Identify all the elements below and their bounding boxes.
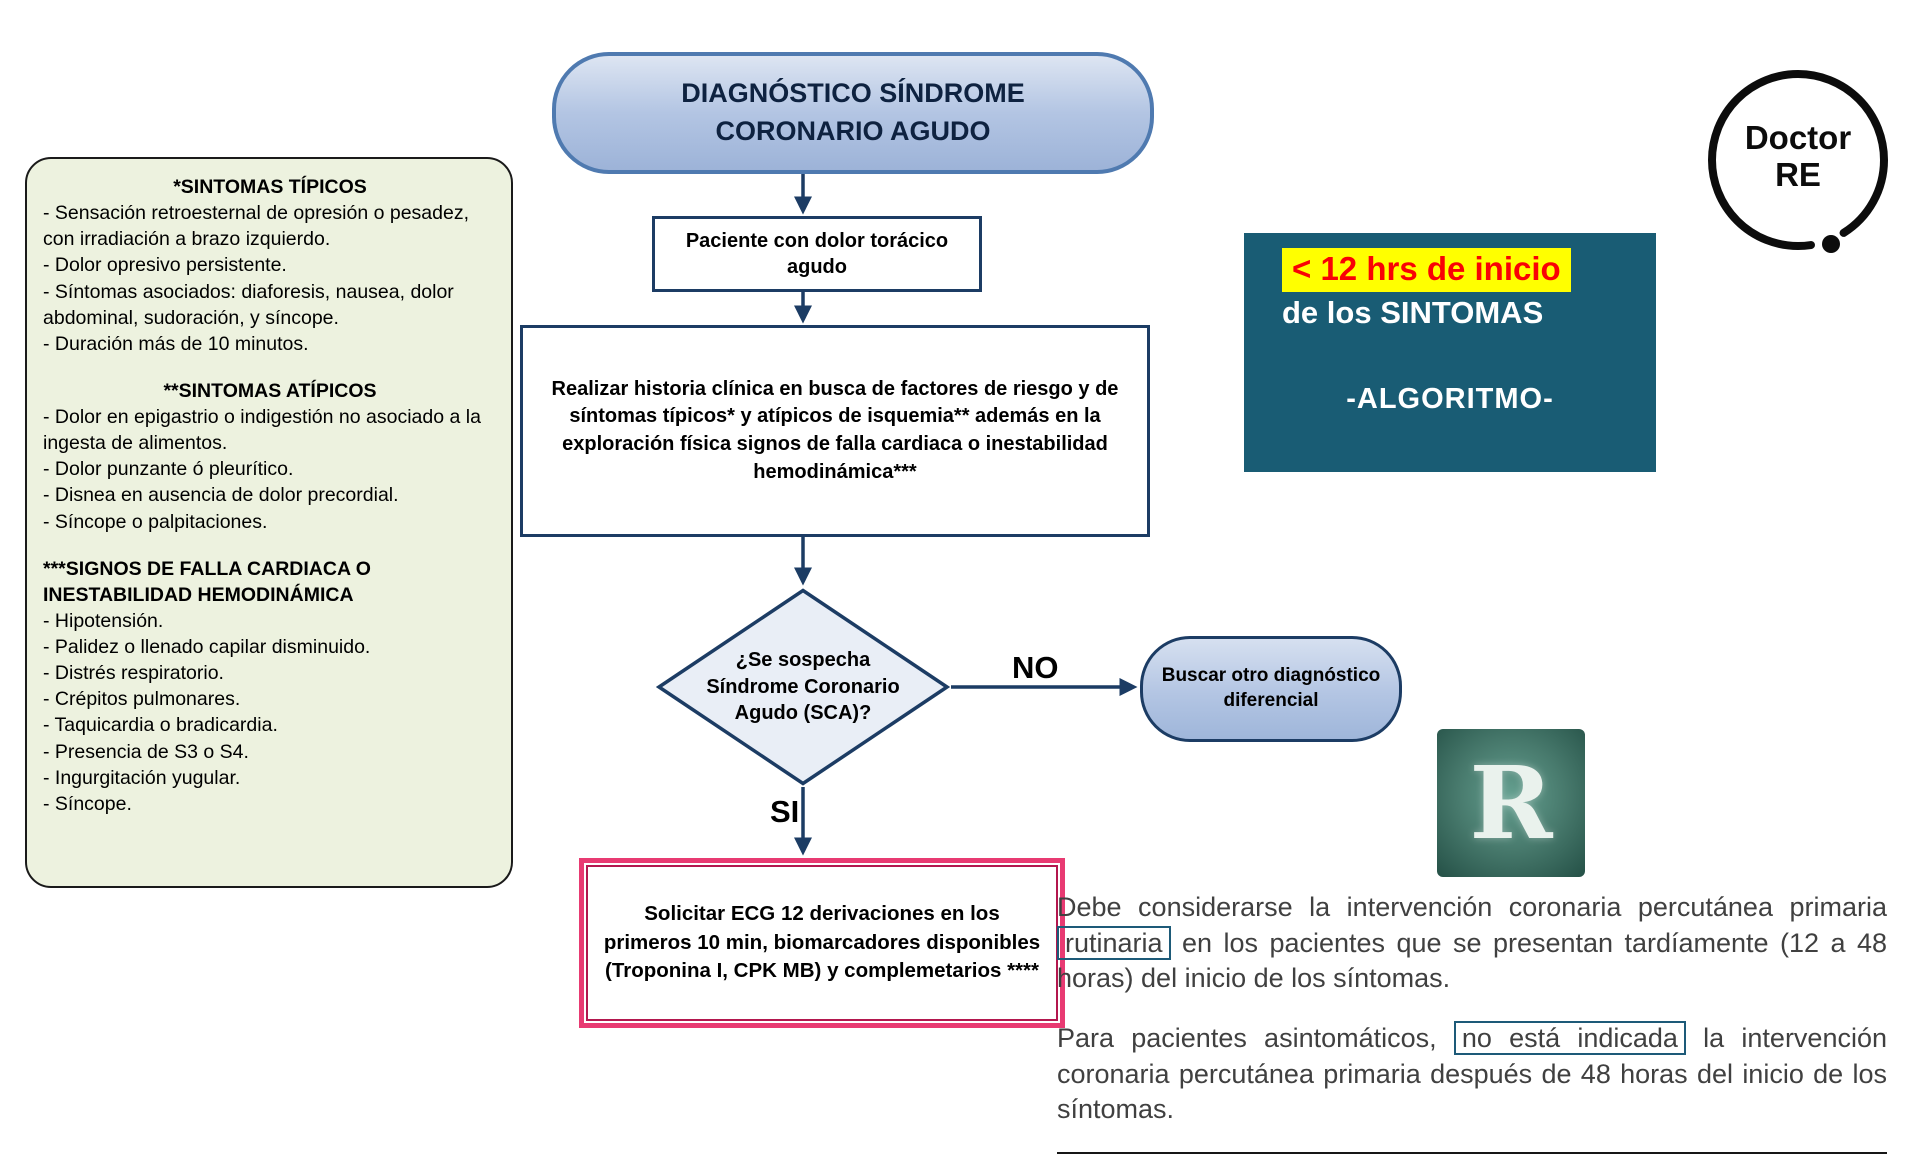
boxed-term-no-indicada: no está indicada [1453,1020,1686,1055]
footnote-asymptomatic: Para pacientes asintomáticos, no está in… [1057,1020,1887,1128]
note-item: - Dolor punzante ó pleurítico. [43,458,294,481]
note-item: - Distrés respiratorio. [43,662,224,685]
pci-footnotes: Debe considerarse la intervención corona… [1057,890,1887,1154]
r-logo: R [1437,729,1585,877]
history-node-text: Realizar historia clínica en busca de fa… [551,377,1119,483]
decision-diamond: ¿Se sospecha Síndrome Coronario Agudo (S… [655,588,951,786]
diamond-shape [655,588,951,786]
flow-title-text: DIAGNÓSTICO SÍNDROME CORONARIO AGUDO [681,78,1025,146]
heart-failure-signs-heading: ***SIGNOS DE FALLA CARDIACA O INESTABILI… [43,557,371,606]
typical-symptoms-heading: *SINTOMAS TÍPICOS [173,176,367,198]
heart-failure-signs-section: ***SIGNOS DE FALLA CARDIACA O INESTABILI… [43,556,497,817]
doctor-re-line2: RE [1775,156,1821,193]
atypical-symptoms-heading: **SINTOMAS ATÍPICOS [163,379,377,402]
note-item: - Disnea en ausencia de dolor precordial… [43,484,399,507]
note-item: - Síncope. [43,792,132,815]
algorithm-badge: < 12 hrs de inicio de los SINTOMAS -ALGO… [1244,233,1656,472]
badge-highlight-text: < 12 hrs de inicio [1282,248,1571,292]
note-item: - Síntomas asociados: diaforesis, nausea… [43,280,454,329]
doctor-re-text: Doctor RE [1700,64,1896,260]
doctor-re-logo: Doctor RE [1700,64,1896,260]
ecg-node: Solicitar ECG 12 derivaciones en los pri… [579,858,1065,1028]
decision-text: ¿Se sospecha Síndrome Coronario Agudo (S… [706,649,900,725]
patient-node-text: Paciente con dolor torácico agudo [685,229,949,278]
note-item: - Taquicardia o bradicardia. [43,714,278,737]
badge-line3-text: -ALGORITMO- [1346,383,1554,415]
symptom-notes-panel: *SINTOMAS TÍPICOS - Sensación retroester… [25,157,513,888]
footnote-text: en los pacientes que se presentan tardía… [1057,927,1887,994]
no-branch-label: NO [1012,650,1059,685]
note-item: - Hipotensión. [43,609,164,632]
differential-node-text: Buscar otro diagnóstico diferencial [1161,665,1381,711]
r-logo-letter: R [1469,744,1553,862]
note-item: - Dolor opresivo persistente. [43,254,287,277]
doctor-re-circle-icon [1708,70,1888,253]
typical-symptoms-section: *SINTOMAS TÍPICOS - Sensación retroester… [43,174,497,357]
history-node: Realizar historia clínica en busca de fa… [520,325,1150,537]
footnote-text: la intervención coronaria percutánea pri… [1057,1022,1887,1125]
boxed-term-rutinaria: rutinaria [1057,925,1171,960]
note-item: - Duración más de 10 minutos. [43,332,309,355]
note-item: - Síncope o palpitaciones. [43,510,268,533]
si-branch-label: SI [770,794,800,829]
badge-line2-text: de los SINTOMAS [1282,295,1544,330]
ecg-node-text: Solicitar ECG 12 derivaciones en los pri… [603,901,1041,983]
patient-node: Paciente con dolor torácico agudo [652,216,982,292]
flow-title-node: DIAGNÓSTICO SÍNDROME CORONARIO AGUDO [552,52,1154,174]
bottom-divider-line [1057,1151,1887,1154]
note-item: - Ingurgitación yugular. [43,766,241,789]
footnote-text: Debe considerarse la intervención corona… [1057,892,1887,922]
footnote-text: Para pacientes asintomáticos, [1057,1022,1454,1053]
footnote-late-presentation: Debe considerarse la intervención corona… [1057,890,1887,997]
note-item: - Dolor en epigastrio o indigestión no a… [43,406,481,455]
note-item: - Presencia de S3 o S4. [43,740,249,763]
note-item: - Sensación retroesternal de opresión o … [43,202,470,251]
atypical-symptoms-section: **SINTOMAS ATÍPICOS - Dolor en epigastri… [43,378,497,535]
doctor-re-line1: Doctor [1744,119,1852,157]
note-item: - Crépitos pulmonares. [43,688,241,711]
note-item: - Palidez o llenado capilar disminuido. [43,636,371,658]
differential-node: Buscar otro diagnóstico diferencial [1140,636,1402,742]
